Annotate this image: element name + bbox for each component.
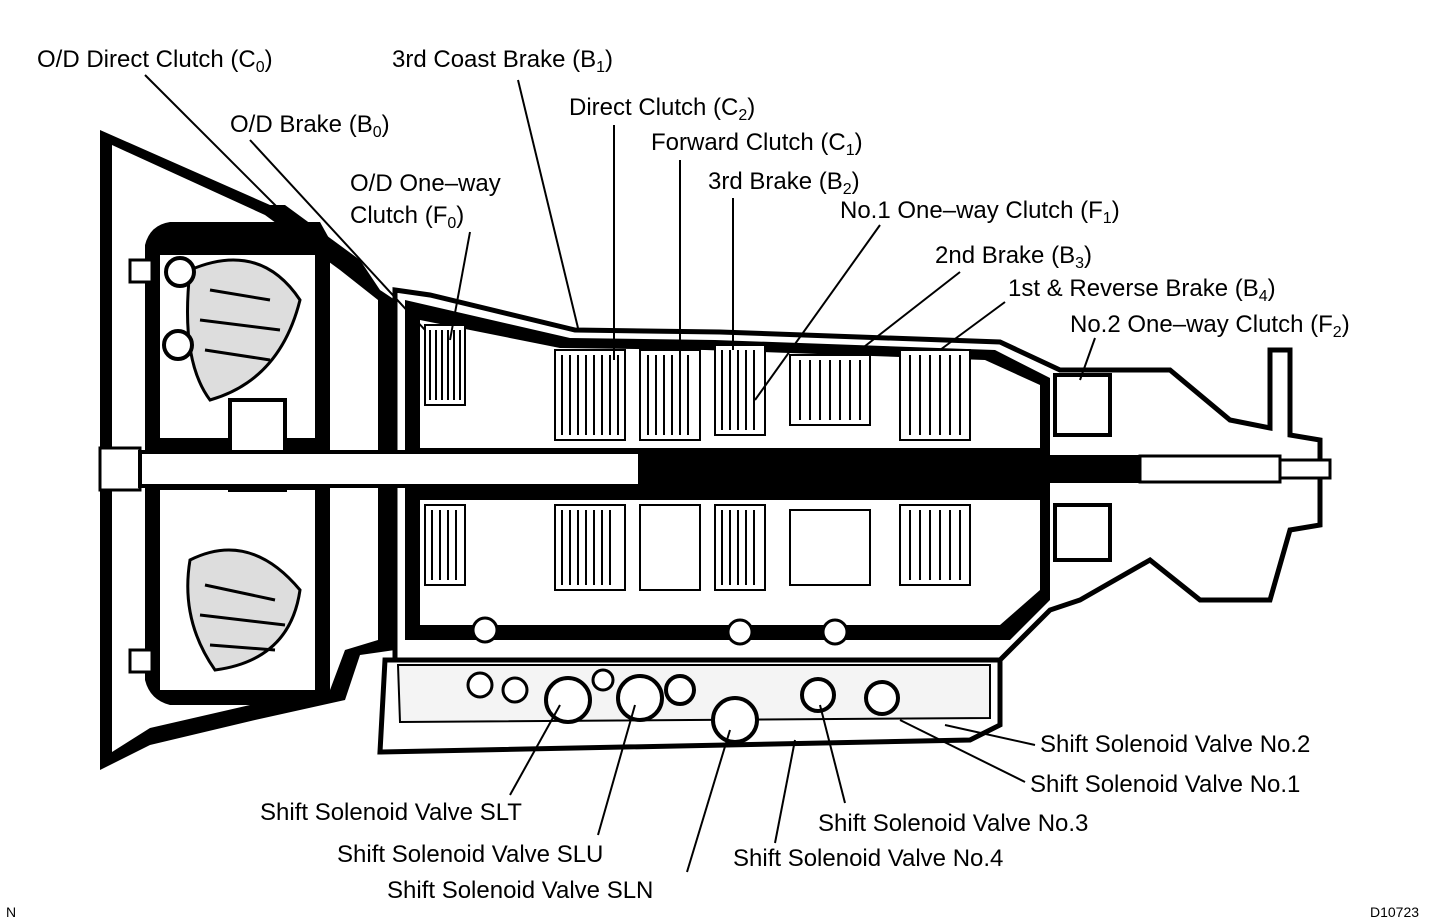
label-text: 1st & Reverse Brake (B [1008,275,1259,302]
clutch-packs-lower [424,503,1112,591]
torque-converter-housing [100,130,395,770]
label-sub: 0 [255,59,265,76]
label-text: Direct Clutch (C [569,94,739,121]
label-third-brake: 3rd Brake (B2) [708,168,860,204]
label-ssv-slt: Shift Solenoid Valve SLT [260,799,522,826]
label-close: ) [605,46,613,73]
label-sub: 4 [1258,288,1268,305]
label-ssv-no3: Shift Solenoid Valve No.3 [818,810,1089,837]
label-od-one-way-line1: O/D One–way [350,170,501,197]
label-close: ) [264,46,273,73]
label-close: ) [1267,275,1276,302]
figure-code: D10723 [1370,904,1420,920]
label-sub: 2 [738,107,748,124]
label-ssv-no1: Shift Solenoid Valve No.1 [1030,771,1301,798]
label-text: 3rd Brake (B [708,168,843,195]
label-sub: 1 [596,59,605,76]
label-close: ) [456,202,465,229]
label-close: ) [1111,197,1120,224]
label-ssv-sln: Shift Solenoid Valve SLN [387,877,654,904]
label-od-direct-clutch: O/D Direct Clutch (C0) [37,46,273,82]
label-second-brake: 2nd Brake (B3) [935,242,1092,278]
clutch-packs-upper [424,324,1112,441]
label-third-coast-brake: 3rd Coast Brake (B1) [392,46,613,82]
label-text: No.1 One–way Clutch (F [840,197,1103,224]
label-sub: 2 [842,181,852,198]
label-sub: 2 [1332,324,1342,341]
label-sub: 1 [1102,210,1112,227]
corner-mark: N [6,904,17,920]
label-text: Forward Clutch (C [651,129,846,156]
label-no2-one-way-clutch: No.2 One–way Clutch (F2) [1070,311,1350,347]
label-text: O/D Brake (B [230,111,373,138]
label-close: ) [1083,242,1092,269]
label-sub: 1 [845,142,855,159]
label-sub: 3 [1075,255,1084,272]
label-no1-one-way-clutch: No.1 One–way Clutch (F1) [840,197,1120,233]
label-od-brake: O/D Brake (B0) [230,111,390,147]
leader-lines [144,74,1096,873]
label-ssv-slu: Shift Solenoid Valve SLU [337,841,604,868]
label-text: Clutch (F [350,202,448,229]
label-forward-clutch: Forward Clutch (C1) [651,129,863,165]
label-close: ) [1341,311,1350,338]
label-od-one-way-line2: Clutch (F0) [350,202,464,238]
label-sub: 0 [447,215,457,232]
label-close: ) [747,94,756,121]
valve-body-and-oil-pan [377,616,1003,755]
label-text: O/D Direct Clutch (C [37,46,256,73]
label-close: ) [854,129,863,156]
label-text: 3rd Coast Brake (B [392,46,597,73]
label-text: No.2 One–way Clutch (F [1070,311,1333,338]
label-close: ) [381,111,390,138]
label-close: ) [851,168,860,195]
shafts [98,446,1332,492]
label-direct-clutch: Direct Clutch (C2) [569,94,755,130]
label-text: 2nd Brake (B [935,242,1076,269]
label-first-reverse-brake: 1st & Reverse Brake (B4) [1008,275,1276,311]
label-ssv-no4: Shift Solenoid Valve No.4 [733,845,1004,872]
label-ssv-no2: Shift Solenoid Valve No.2 [1040,731,1311,758]
label-sub: 0 [372,124,382,141]
